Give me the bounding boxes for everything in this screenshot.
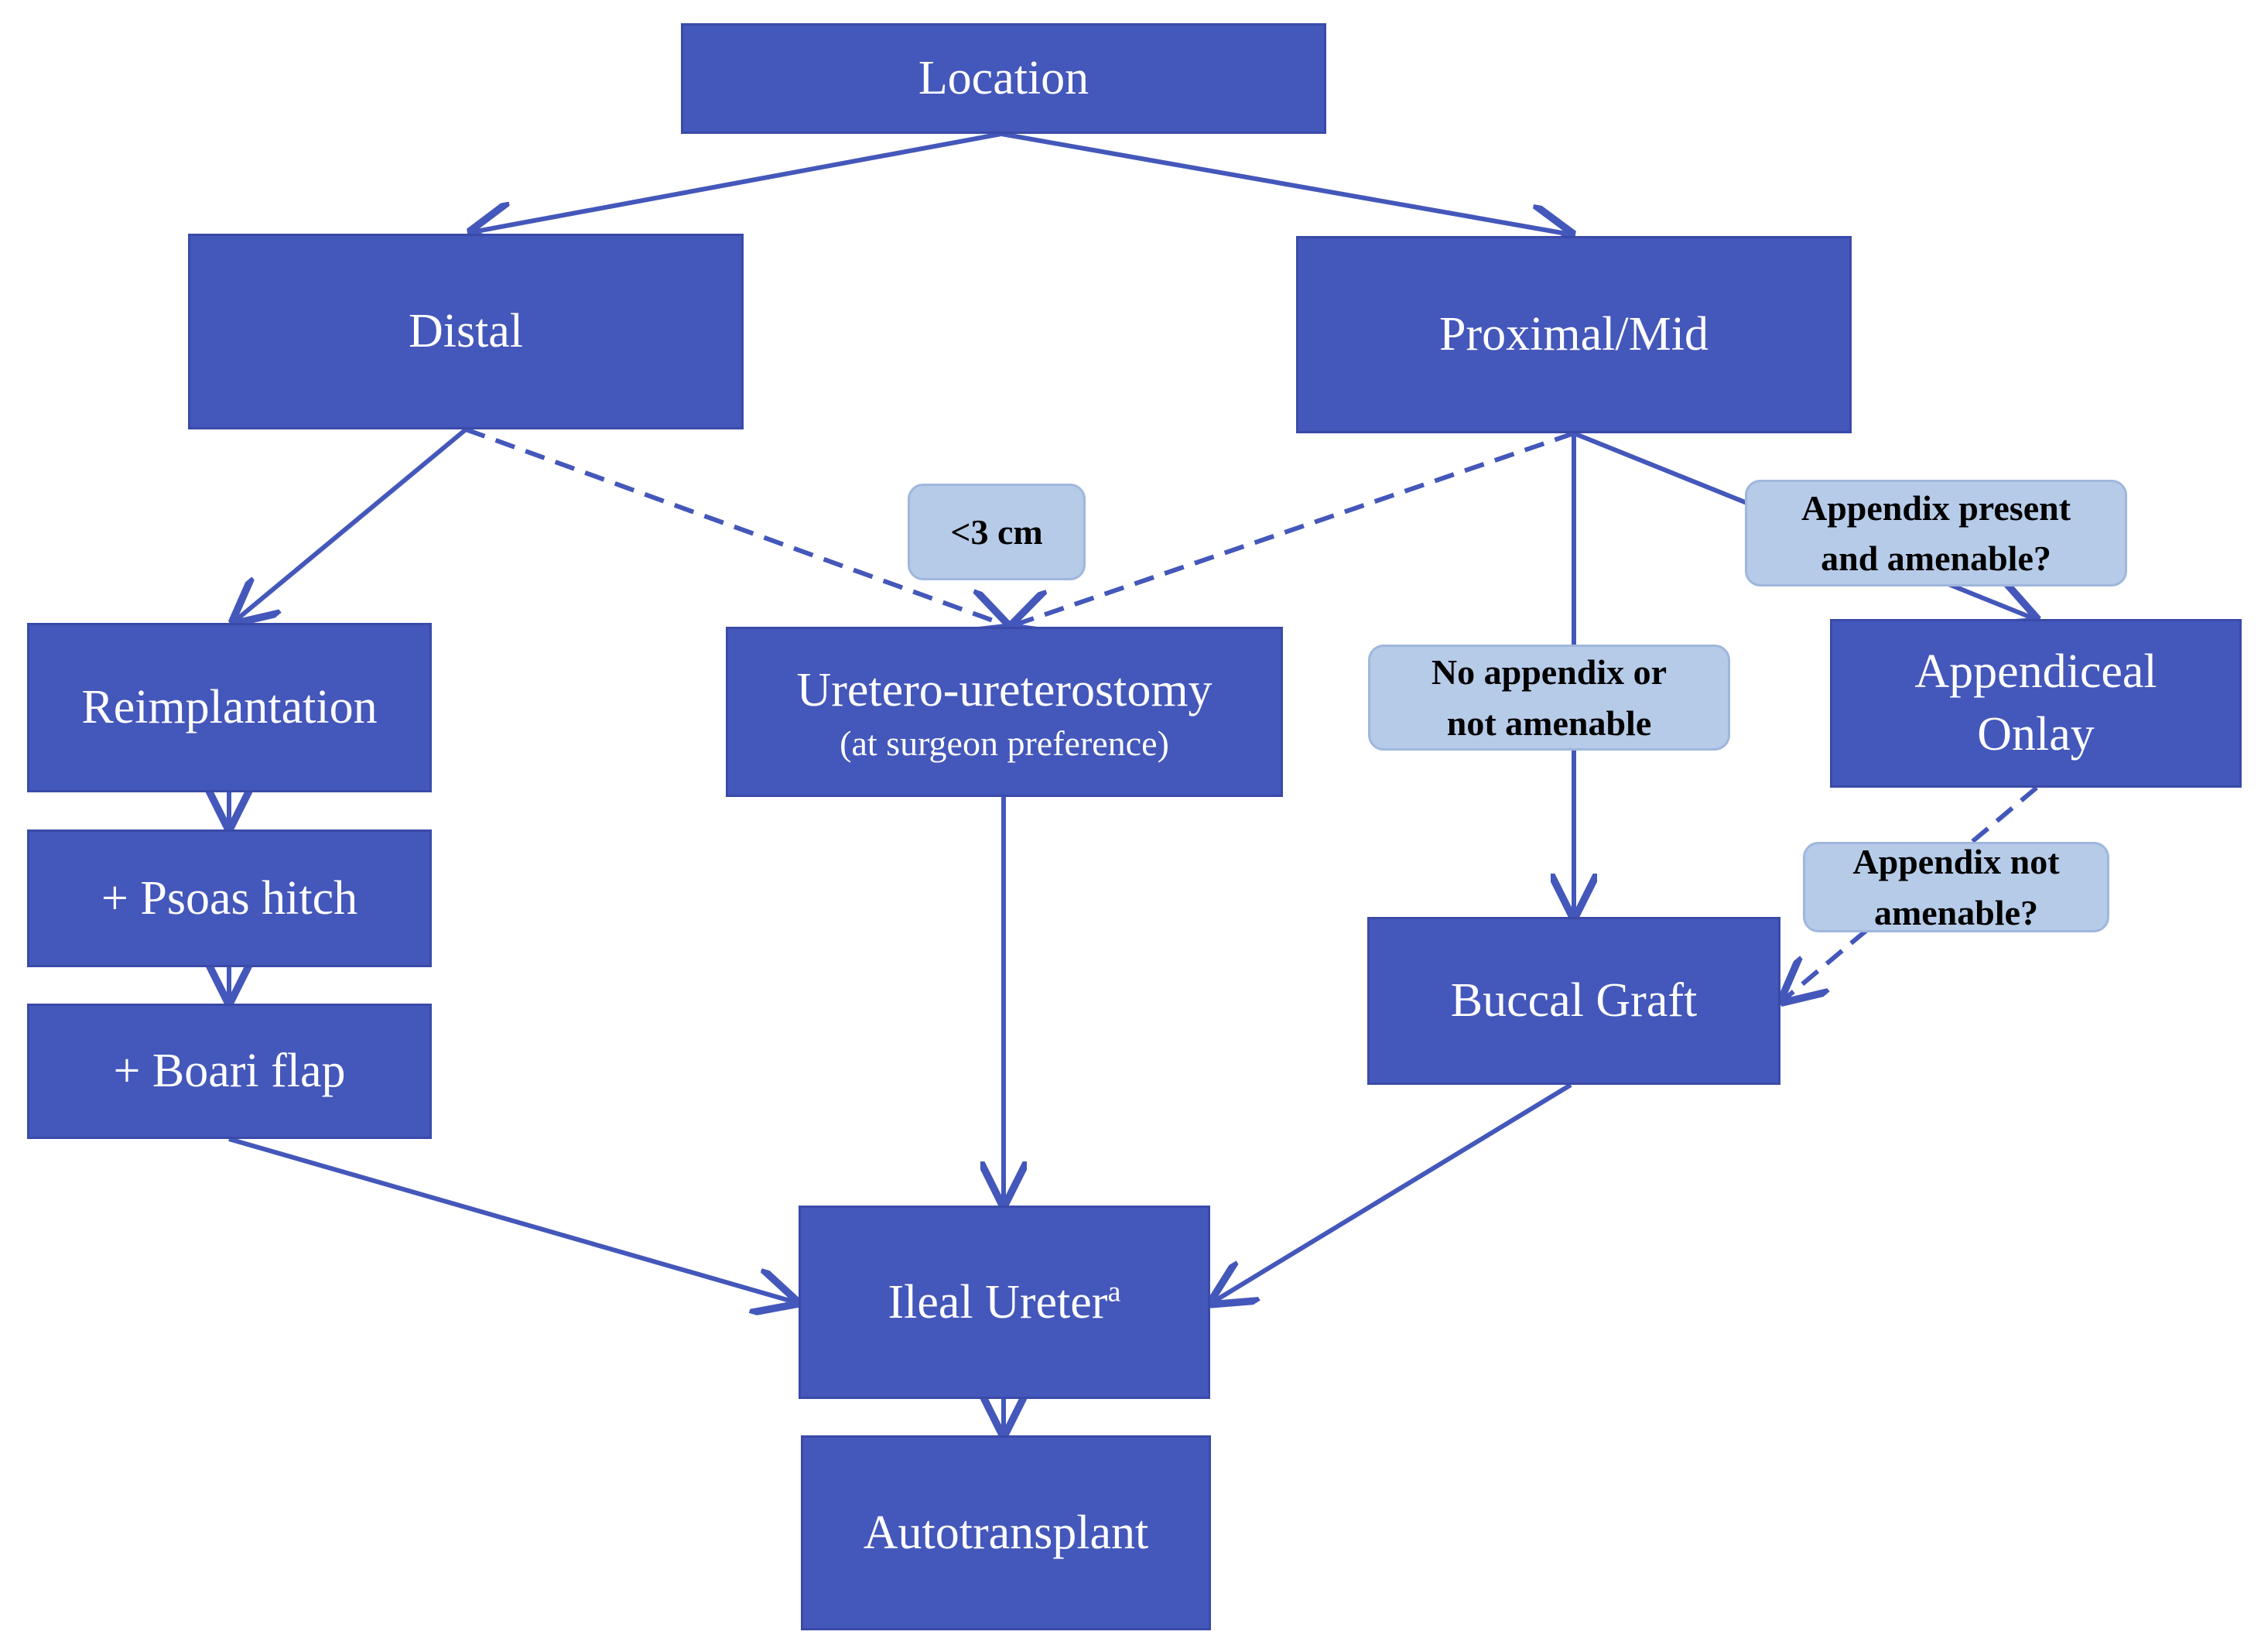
- location-node: Location: [681, 23, 1326, 134]
- reimplantation-label: Reimplantation: [81, 681, 378, 734]
- ileal-ureter-footnote: a: [1107, 1275, 1121, 1308]
- buccal-graft-node: Buccal Graft: [1367, 917, 1780, 1085]
- edge-proximal-mid-to-uretero-ureterostomy: [1014, 431, 1575, 625]
- condition-appendix-present-line1: Appendix present: [1801, 487, 2071, 528]
- condition-appendix-not-amenable: Appendix not amenable?: [1803, 842, 2109, 932]
- condition-lt-3cm: <3 cm: [908, 484, 1086, 580]
- ileal-ureter-text: Ileal Ureter: [888, 1275, 1108, 1329]
- uretero-ureterostomy-node: Uretero-ureterostomy (at surgeon prefere…: [726, 627, 1283, 797]
- uretero-ureterostomy-note: (at surgeon preference): [840, 723, 1169, 763]
- condition-lt-3cm-label: <3 cm: [950, 511, 1043, 552]
- boari-flap-node: + Boari flap: [27, 1004, 432, 1139]
- buccal-graft-label: Buccal Graft: [1450, 974, 1698, 1028]
- condition-appendix-present-line2: and amenable?: [1821, 539, 2051, 578]
- edge-boari-flap-to-ileal-ureter: [228, 1137, 795, 1302]
- proximal-mid-node: Proximal/Mid: [1296, 236, 1852, 433]
- autotransplant-node: Autotransplant: [801, 1435, 1211, 1630]
- condition-appendix-not-amenable-line2: amenable?: [1873, 892, 2039, 932]
- appendiceal-onlay-label-line1: Appendiceal: [1914, 645, 2157, 699]
- condition-appendix-present: Appendix present and amenable?: [1745, 480, 2127, 587]
- appendiceal-onlay-label-line2: Onlay: [1977, 708, 2095, 761]
- distal-node: Distal: [188, 234, 744, 429]
- uretero-ureterostomy-label: Uretero-ureterostomy: [796, 664, 1213, 717]
- edge-buccal-graft-to-ileal-ureter: [1213, 1083, 1572, 1302]
- edge-location-to-proximal-mid: [1001, 132, 1571, 234]
- location-label: Location: [918, 52, 1089, 105]
- reimplantation-node: Reimplantation: [27, 623, 432, 792]
- edge-location-to-distal: [472, 132, 1002, 232]
- proximal-mid-label: Proximal/Mid: [1439, 308, 1709, 361]
- psoas-hitch-node: + Psoas hitch: [27, 829, 432, 967]
- boari-flap-label: + Boari flap: [113, 1045, 346, 1098]
- psoas-hitch-label: + Psoas hitch: [101, 871, 358, 925]
- condition-no-appendix-line1: No appendix or: [1431, 652, 1668, 693]
- condition-no-appendix: No appendix or not amenable: [1368, 645, 1730, 751]
- condition-appendix-not-amenable-line1: Appendix not: [1852, 842, 2060, 882]
- ileal-ureter-label: Ileal Uretera: [888, 1271, 1120, 1334]
- distal-label: Distal: [408, 305, 524, 358]
- edge-distal-to-uretero-ureterostomy: [464, 427, 1006, 625]
- condition-no-appendix-line2: not amenable: [1446, 703, 1652, 743]
- edge-distal-to-reimplantation: [234, 427, 467, 621]
- ileal-ureter-node: Ileal Uretera: [799, 1206, 1210, 1399]
- appendiceal-onlay-node: Appendiceal Onlay: [1830, 619, 2242, 788]
- autotransplant-label: Autotransplant: [863, 1506, 1149, 1559]
